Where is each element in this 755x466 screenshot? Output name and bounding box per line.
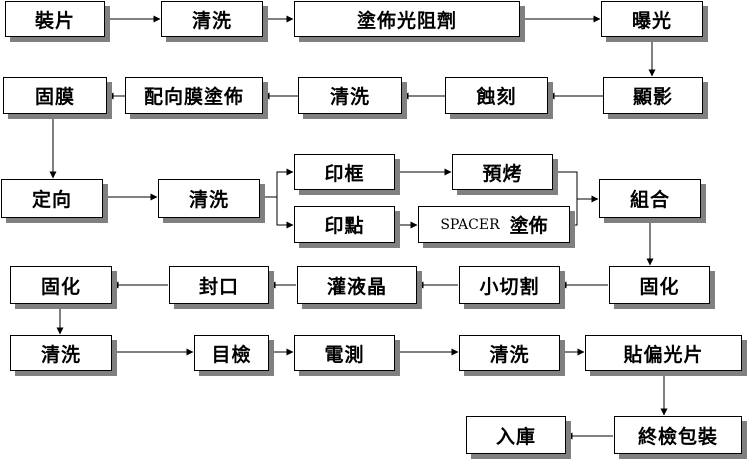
- step-coat-photoresist-box: 塗佈光阻劑: [294, 1, 520, 37]
- step-alignment-film-coat-label: 配向膜塗佈: [143, 86, 244, 108]
- arrow-s13-s16: [553, 171, 599, 203]
- arrow-s11-s12: [260, 168, 294, 198]
- step-warehouse-label: 入庫: [495, 425, 536, 448]
- step-attach-polarizer-label: 貼偏光片: [623, 343, 704, 366]
- step-assembly-box: 組合: [599, 179, 701, 218]
- arrow-s15-s16: [570, 199, 578, 226]
- arrow-s11-s14: [276, 197, 294, 229]
- step-qingxi-1-box: 清洗: [161, 1, 263, 37]
- step-spacer-coat-box: SPACER 塗佈: [418, 206, 570, 243]
- step-prebake-box: 預烤: [452, 154, 553, 190]
- step-cure-film-label: 固膜: [34, 86, 75, 108]
- step-cure-2-label: 固化: [40, 275, 81, 298]
- step-inject-lc-label: 灌液晶: [326, 275, 387, 298]
- step-qingxi-1-label: 清洗: [191, 9, 232, 32]
- step-qingxi-3-box: 清洗: [158, 179, 260, 218]
- step-etch-label: 蝕刻: [476, 86, 517, 108]
- step-seal-box: 封口: [169, 266, 269, 304]
- step-cure-2-box: 固化: [10, 266, 112, 304]
- step-warehouse-box: 入庫: [466, 416, 566, 454]
- step-zhuangpian-box: 裝片: [5, 1, 105, 37]
- step-orientation-label: 定向: [31, 189, 72, 211]
- step-cure-film-box: 固膜: [3, 77, 107, 114]
- step-inject-lc-box: 灌液晶: [297, 266, 417, 304]
- step-print-frame-box: 印框: [294, 154, 395, 190]
- step-exposure-box: 曝光: [601, 1, 703, 37]
- step-qingxi-5-label: 清洗: [489, 343, 530, 366]
- step-print-dots-box: 印點: [294, 206, 395, 243]
- step-cure-1-label: 固化: [639, 275, 680, 298]
- step-final-inspect-pack-label: 終檢包裝: [637, 425, 718, 448]
- step-seal-label: 封口: [198, 275, 239, 298]
- step-prebake-label: 預烤: [482, 162, 523, 185]
- step-spacer-coat-label: 塗佈: [509, 215, 548, 237]
- step-assembly-label: 組合: [629, 189, 670, 211]
- step-develop-label: 顯影: [632, 86, 673, 108]
- step-spacer-text: SPACER: [440, 216, 500, 233]
- step-qingxi-4-box: 清洗: [10, 335, 112, 371]
- step-print-dots-label: 印點: [324, 215, 365, 237]
- step-visual-inspect-box: 目檢: [194, 335, 269, 371]
- step-final-inspect-pack-box: 終檢包裝: [614, 416, 742, 454]
- step-qingxi-2-label: 清洗: [329, 86, 370, 108]
- step-attach-polarizer-box: 貼偏光片: [585, 335, 742, 371]
- step-small-cut-label: 小切割: [479, 275, 540, 298]
- step-qingxi-2-box: 清洗: [298, 77, 402, 114]
- step-develop-box: 顯影: [603, 77, 703, 114]
- step-qingxi-3-label: 清洗: [188, 189, 229, 211]
- step-exposure-label: 曝光: [631, 9, 672, 32]
- step-qingxi-5-box: 清洗: [459, 335, 560, 371]
- step-orientation-box: 定向: [1, 179, 103, 218]
- step-coat-photoresist-label: 塗佈光阻劑: [356, 9, 457, 32]
- step-visual-inspect-label: 目檢: [211, 343, 252, 366]
- step-electrical-test-label: 電測: [324, 343, 365, 366]
- step-zhuangpian-label: 裝片: [34, 9, 75, 32]
- step-etch-box: 蝕刻: [445, 77, 548, 114]
- step-alignment-film-coat-box: 配向膜塗佈: [125, 77, 263, 114]
- step-small-cut-box: 小切割: [459, 266, 560, 304]
- step-electrical-test-box: 電測: [294, 335, 395, 371]
- step-cure-1-box: 固化: [609, 266, 710, 304]
- step-qingxi-4-label: 清洗: [40, 343, 81, 366]
- step-print-frame-label: 印框: [324, 162, 365, 185]
